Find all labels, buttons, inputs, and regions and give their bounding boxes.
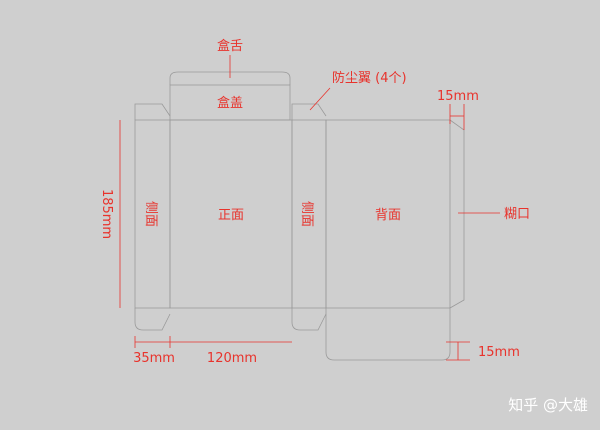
front-label: 正面 [218, 208, 244, 223]
glue-width-label: 15mm [437, 89, 479, 104]
side-label-right: 侧面 [299, 201, 314, 227]
height-dim-label: 185mm [99, 189, 114, 239]
dust-flap-label: 防尘翼 (4个) [332, 70, 407, 86]
side-label-left: 侧面 [143, 201, 158, 227]
dust-flap-bottom-left [134, 308, 171, 331]
dust-flap-leader [309, 87, 331, 111]
bottom-height-label: 15mm [478, 345, 520, 360]
tongue-label: 盒舌 [217, 38, 243, 54]
side-width-label: 35mm [133, 351, 175, 366]
dimension-lines [119, 55, 500, 361]
dust-flap-bottom-right [291, 308, 327, 331]
watermark: 知乎 @大雄 [508, 396, 588, 414]
lid-label: 盒盖 [217, 95, 243, 111]
dieline-outline [134, 71, 465, 361]
dust-flap-top-right [291, 103, 327, 120]
bottom-panel [325, 308, 451, 361]
glue-label: 糊口 [504, 206, 530, 222]
glue-flap [449, 119, 465, 309]
front-width-label: 120mm [207, 351, 257, 366]
back-label: 背面 [375, 208, 401, 223]
dust-flap-top-left [134, 103, 171, 120]
back-panel [325, 119, 451, 309]
